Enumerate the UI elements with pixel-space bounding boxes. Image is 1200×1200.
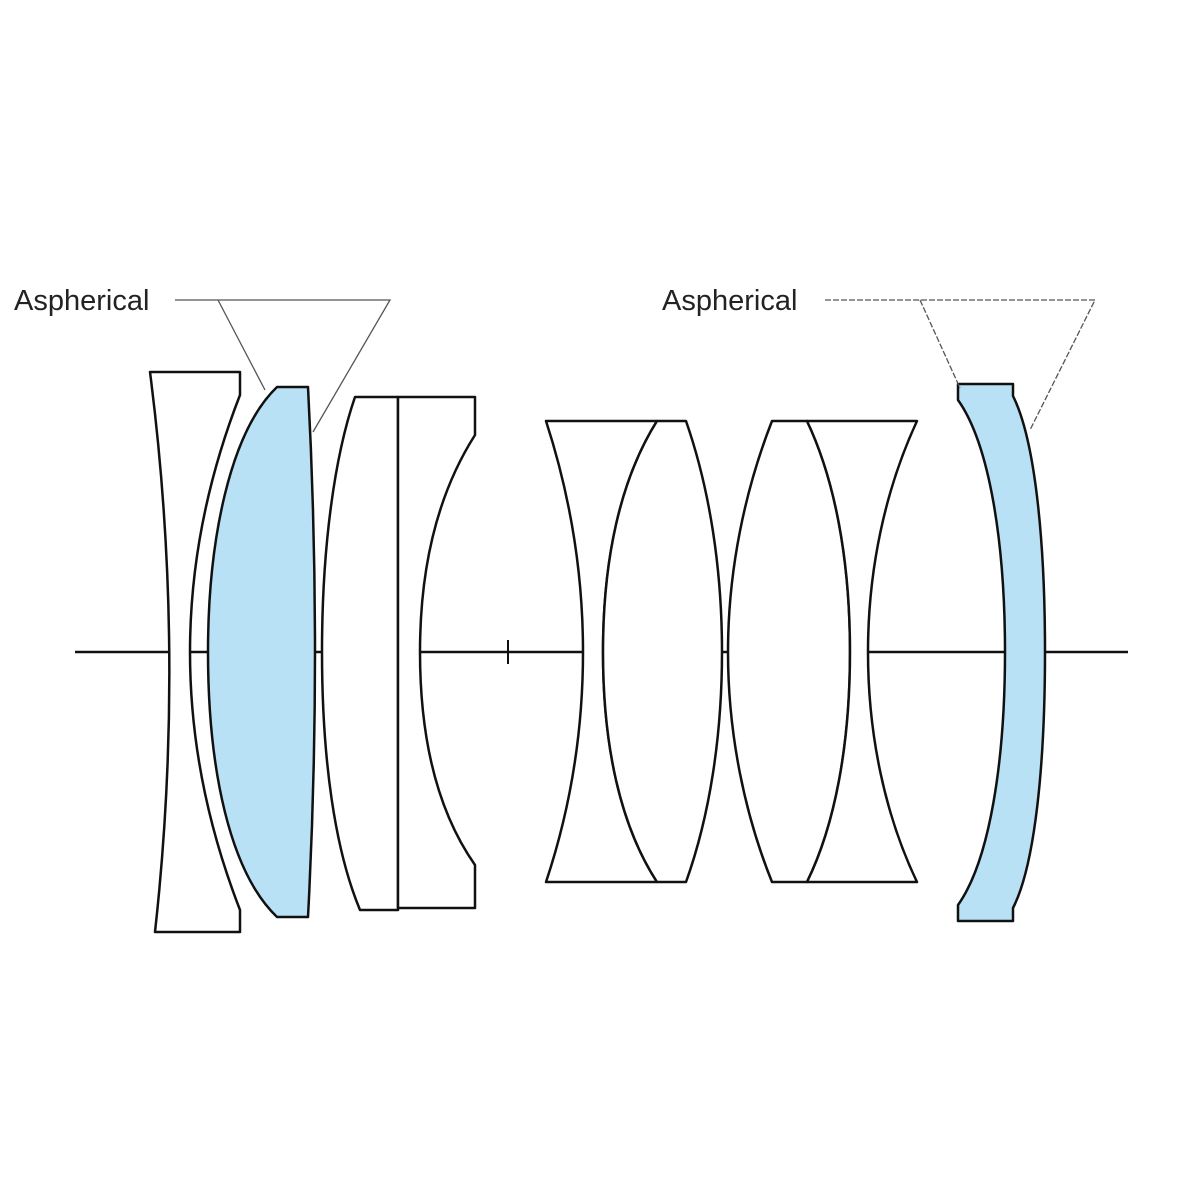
lens-2-aspherical <box>206 385 317 919</box>
left-aspherical-label: Aspherical <box>14 285 149 317</box>
lens-5b-cemented <box>805 419 919 884</box>
lens-4b-cemented <box>601 419 724 884</box>
right-aspherical-label: Aspherical <box>662 285 797 317</box>
lens-6-aspherical <box>956 382 1047 923</box>
right-aspherical-leader <box>825 299 1097 431</box>
lens-3b-cemented <box>396 395 477 910</box>
lens-3a-cemented <box>320 395 400 912</box>
left-aspherical-leader <box>175 299 392 433</box>
lens-1-negative <box>148 370 242 934</box>
